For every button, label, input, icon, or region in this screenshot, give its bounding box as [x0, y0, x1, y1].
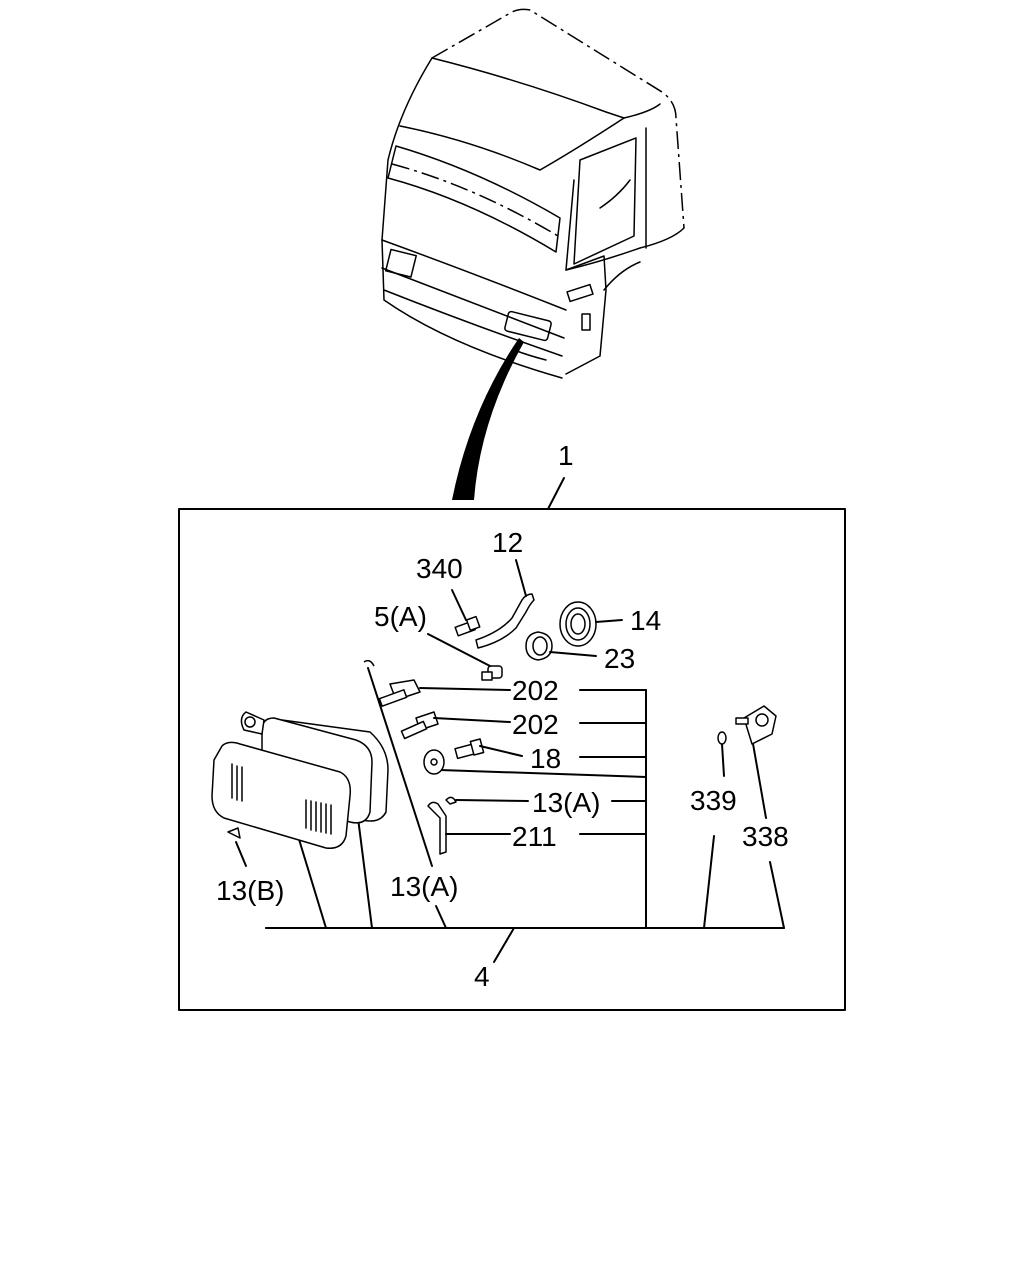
callout-14: 14 [630, 605, 661, 636]
callout-1: 1 [558, 440, 574, 471]
leader-202-lower [433, 717, 511, 723]
truck-cab-illustration [381, 8, 685, 500]
callout-23: 23 [604, 643, 635, 674]
part-338-switch [735, 705, 777, 745]
callout-13a-bottom: 13(A) [390, 871, 458, 902]
part-13a-connector [423, 749, 445, 775]
leader-12 [515, 559, 527, 597]
part-340-stud [454, 615, 481, 637]
callout-4: 4 [474, 961, 490, 992]
leader-18 [479, 745, 523, 757]
fog-lamp-assembly [211, 711, 389, 849]
callout-13b: 13(B) [216, 875, 284, 906]
part-202-socket-upper [378, 679, 421, 707]
leader-assembly [547, 477, 565, 510]
leader-14 [595, 619, 623, 623]
part-5a-bulb [481, 665, 503, 681]
assembly-frame [178, 508, 846, 1011]
callout-12: 12 [492, 527, 523, 558]
part-339-grommet [717, 731, 727, 745]
callout-13a-right: 13(A) [532, 787, 600, 818]
callout-338: 338 [742, 821, 789, 852]
part-23-grommet [525, 631, 553, 661]
callout-339: 339 [690, 785, 737, 816]
callout-5a: 5(A) [374, 601, 427, 632]
callout-340: 340 [416, 553, 463, 584]
callout-202-upper: 202 [512, 675, 559, 706]
callout-bracket [235, 667, 785, 963]
part-211-hose [427, 801, 447, 855]
leader-23 [549, 651, 597, 657]
part-18-bolt [454, 738, 485, 760]
leader-202-upper [419, 687, 511, 691]
clip-13a-right [445, 796, 457, 805]
callout-18: 18 [530, 743, 561, 774]
callout-211: 211 [512, 821, 557, 852]
part-14-ring [559, 601, 597, 647]
leader-340 [451, 589, 467, 621]
leader-5a [427, 633, 491, 667]
part-12-tube [475, 593, 535, 649]
clip-13b [227, 827, 241, 839]
leader-13a-right [455, 799, 529, 802]
callout-202-lower: 202 [512, 709, 559, 740]
clip-13a-upper [363, 659, 375, 667]
part-202-socket-lower [400, 711, 439, 740]
